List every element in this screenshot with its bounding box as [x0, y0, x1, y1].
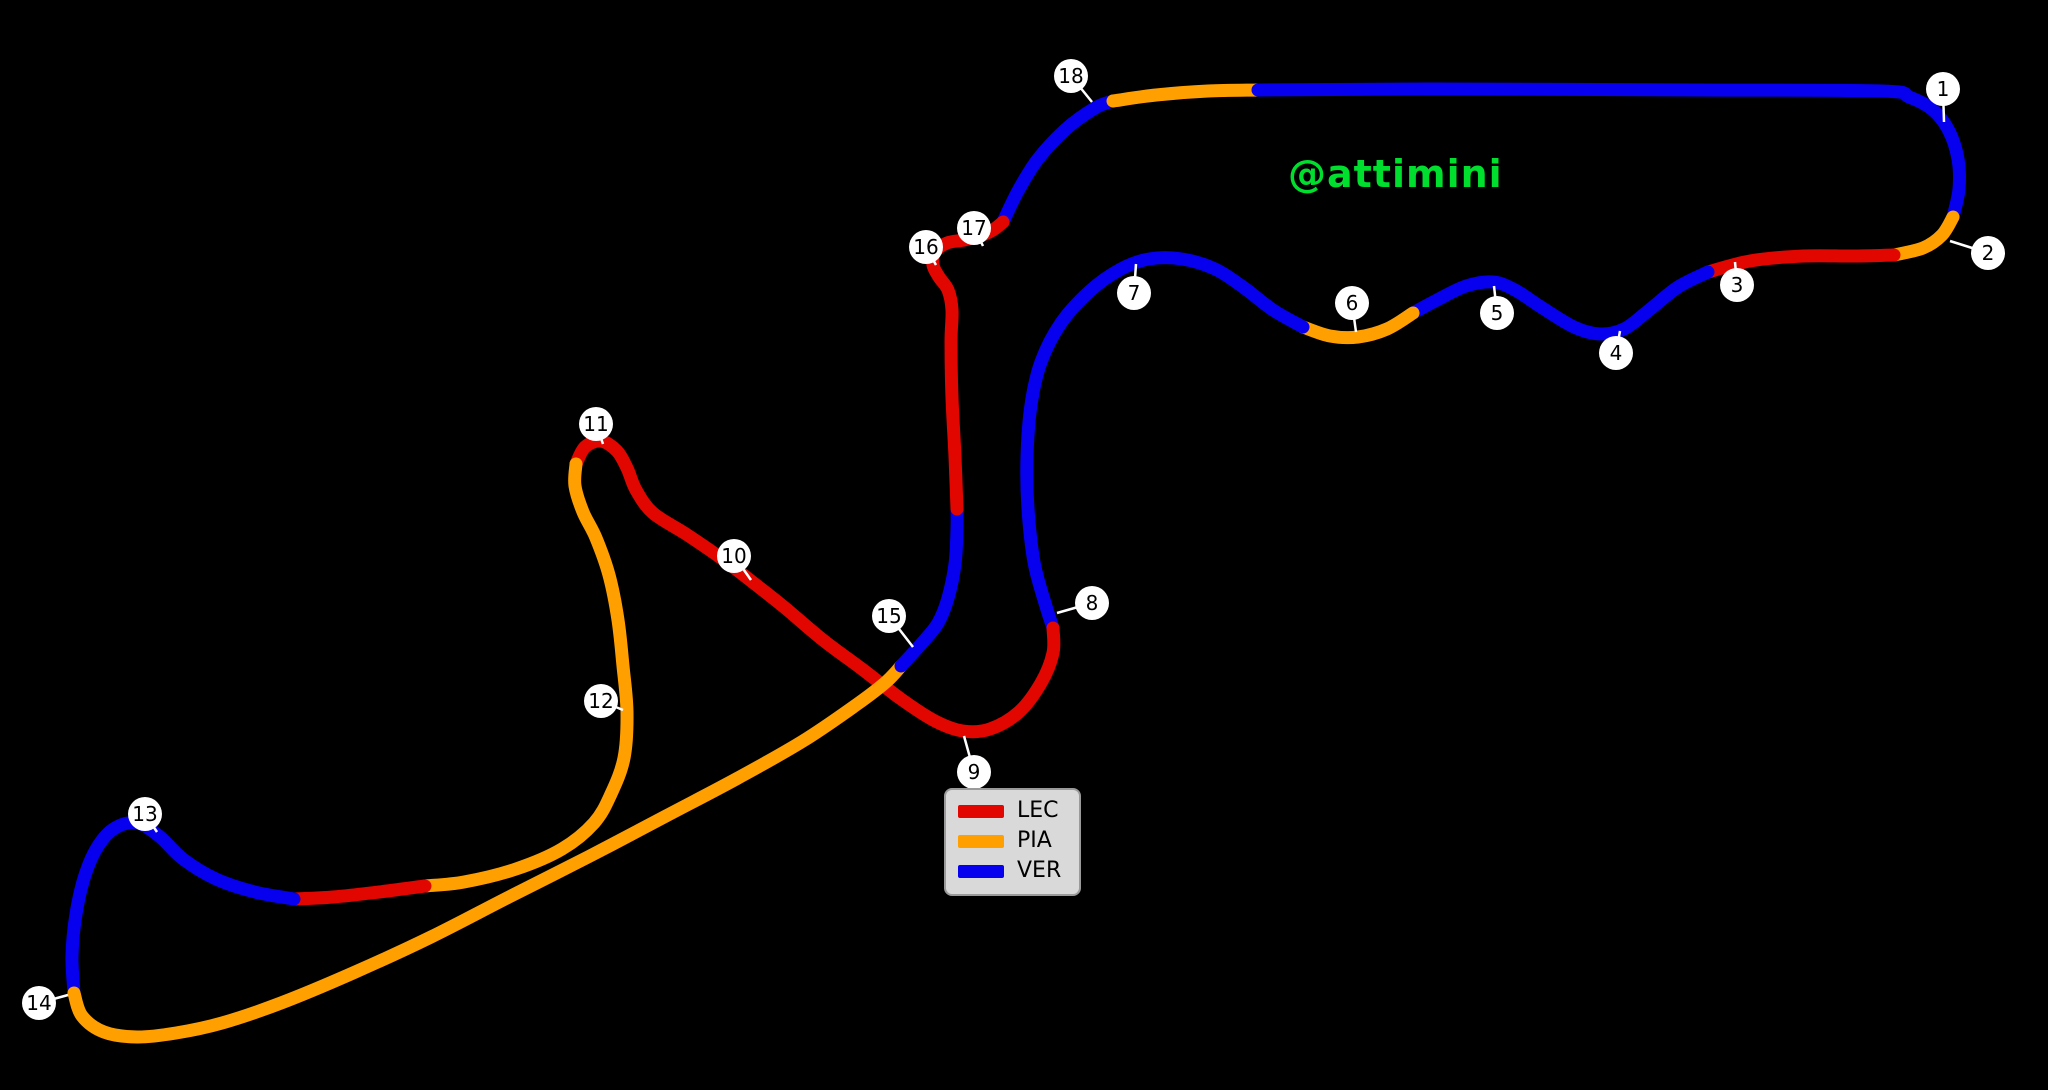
corner-circle — [1720, 268, 1754, 302]
corner-number: 18 — [1058, 64, 1083, 88]
corner-marker-14: 14 — [22, 986, 69, 1020]
legend-color-swatch — [958, 804, 1004, 818]
corner-circle — [128, 797, 162, 831]
track-segment-lec — [926, 215, 1010, 516]
legend-item-pia: PIA — [958, 830, 1061, 852]
corner-number: 15 — [876, 604, 901, 628]
corner-circle — [1054, 59, 1088, 93]
corner-circle — [872, 599, 906, 633]
corner-number: 9 — [968, 760, 981, 784]
corner-marker-16: 16 — [909, 230, 943, 266]
corner-circle — [1117, 276, 1151, 310]
legend-item-ver: VER — [958, 860, 1061, 882]
legend: LEC PIA VER — [944, 788, 1082, 896]
corner-marker-10: 10 — [717, 539, 753, 581]
track-segment-ver — [1251, 82, 1966, 224]
legend-label: PIA — [1017, 828, 1052, 853]
track-segment-ver — [65, 816, 301, 1000]
corner-number: 14 — [26, 991, 51, 1015]
track-segment-ver — [996, 94, 1120, 229]
corner-number: 5 — [1491, 301, 1504, 325]
corner-marker-12: 12 — [584, 684, 624, 718]
corner-circle — [22, 986, 56, 1020]
corner-marker-15: 15 — [872, 599, 914, 648]
track-segment-pia — [418, 457, 634, 893]
corner-number: 16 — [913, 235, 938, 259]
corner-circle — [1926, 72, 1960, 106]
corner-marker-6: 6 — [1335, 286, 1369, 333]
corner-marker-9: 9 — [957, 735, 991, 789]
corner-number: 17 — [961, 216, 986, 240]
legend-label: LEC — [1017, 798, 1059, 823]
track-segment-pia — [1296, 306, 1420, 345]
legend-item-lec: LEC — [958, 800, 1061, 822]
corner-circle — [584, 684, 618, 718]
corner-number: 4 — [1610, 341, 1623, 365]
track-segment-ver — [1020, 251, 1310, 635]
corner-circle — [579, 407, 613, 441]
track-segment-ver — [1406, 265, 1715, 341]
corner-marker-5: 5 — [1480, 285, 1514, 330]
corner-number: 7 — [1128, 281, 1141, 305]
corner-number: 12 — [588, 689, 613, 713]
corner-marker-1: 1 — [1926, 72, 1960, 123]
corner-number: 2 — [1982, 241, 1995, 265]
corner-marker-7: 7 — [1117, 263, 1151, 310]
track-segment-pia — [67, 659, 908, 1044]
corner-number: 13 — [132, 802, 157, 826]
corner-circle — [1971, 236, 2005, 270]
corner-marker-13: 13 — [128, 797, 162, 833]
corner-circle — [909, 230, 943, 264]
legend-rows: LEC PIA VER — [958, 800, 1061, 882]
corner-marker-3: 3 — [1720, 261, 1754, 302]
legend-color-swatch — [958, 864, 1004, 878]
corner-number: 1 — [1937, 77, 1950, 101]
corner-circle — [957, 211, 991, 245]
corner-marker-8: 8 — [1056, 586, 1109, 620]
corner-marker-17: 17 — [957, 211, 991, 247]
corner-number: 8 — [1086, 591, 1099, 615]
legend-label: VER — [1017, 858, 1062, 883]
corner-circle — [1335, 286, 1369, 320]
track-segment-pia — [1887, 210, 1960, 262]
track-segment-lec — [569, 434, 1061, 739]
corner-number: 6 — [1346, 291, 1359, 315]
watermark: @attimini — [1288, 152, 1503, 196]
corner-circle — [717, 539, 751, 573]
corner-number: 10 — [721, 544, 746, 568]
legend-color-swatch — [958, 834, 1004, 848]
corner-circle — [1480, 296, 1514, 330]
corner-marker-11: 11 — [579, 407, 613, 445]
track-segment-lec — [287, 879, 432, 906]
corner-circle — [1599, 336, 1633, 370]
corner-circle — [957, 755, 991, 789]
corner-marker-2: 2 — [1949, 236, 2005, 270]
corner-circle — [1075, 586, 1109, 620]
corner-number: 11 — [583, 412, 608, 436]
corner-marker-18: 18 — [1054, 59, 1093, 103]
corner-number: 3 — [1731, 273, 1744, 297]
track-segment-pia — [1106, 83, 1265, 108]
corner-marker-4: 4 — [1599, 330, 1633, 370]
track-segment-ver — [894, 502, 964, 673]
